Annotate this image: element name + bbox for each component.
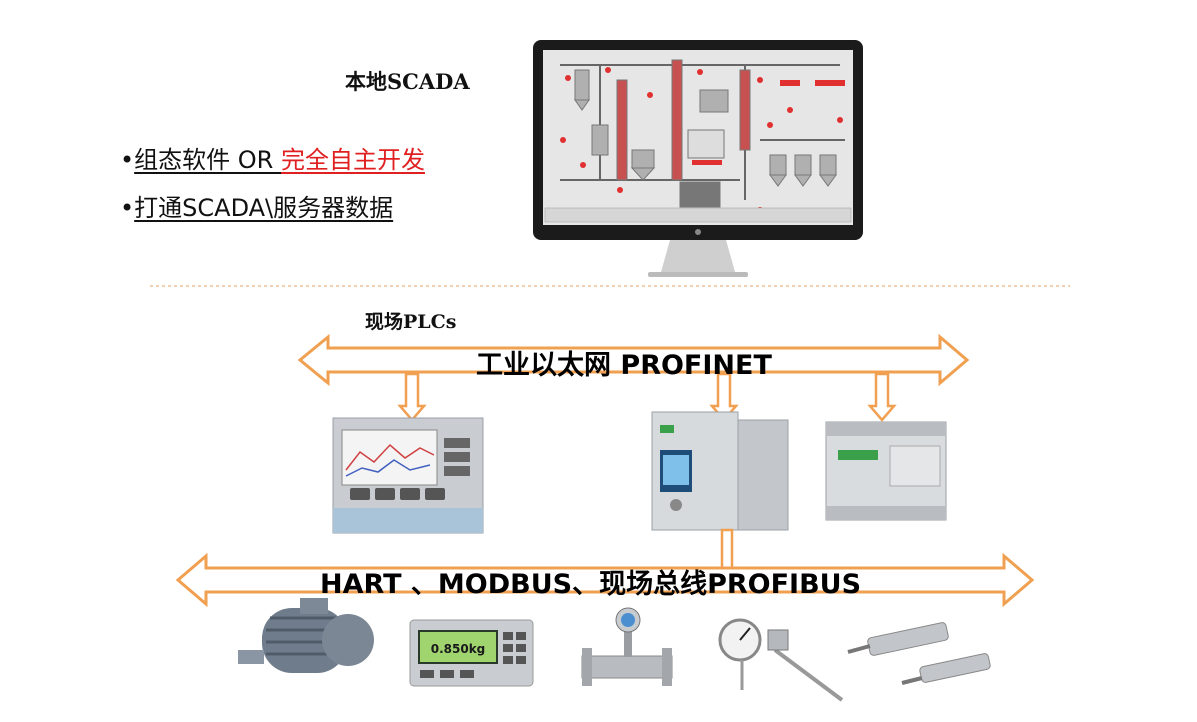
compact-plc-icon [825, 421, 947, 521]
weighing-terminal-icon: 0.850kg [409, 619, 534, 687]
scale-reading: 0.850kg [431, 642, 486, 656]
down-arrow-hmi [397, 372, 427, 422]
bullet-data: •打通SCADA\服务器数据 [120, 194, 394, 222]
profinet-label: 工业以太网 PROFINET [476, 350, 772, 381]
plc-section-title: 现场PLCs [365, 311, 457, 333]
fieldbus-label: HART 、MODBUS、现场总线PROFIBUS [320, 569, 862, 600]
flowmeter-icon [581, 607, 673, 686]
down-arrow-compact [867, 372, 897, 422]
scada-monitor-icon [533, 40, 863, 277]
hmi-panel-icon [332, 417, 484, 534]
plc-cpu-icon [651, 411, 789, 531]
thermometer-icon [718, 618, 844, 702]
scada-title: 本地SCADA [345, 69, 470, 94]
profinet-bus-arrow [297, 333, 970, 387]
bullet-software: •组态软件 OR 完全自主开发 [120, 146, 425, 174]
motor-icon [238, 598, 374, 673]
pneumatic-cylinder-icon [847, 622, 991, 685]
fieldbus-arrow [175, 552, 1035, 608]
